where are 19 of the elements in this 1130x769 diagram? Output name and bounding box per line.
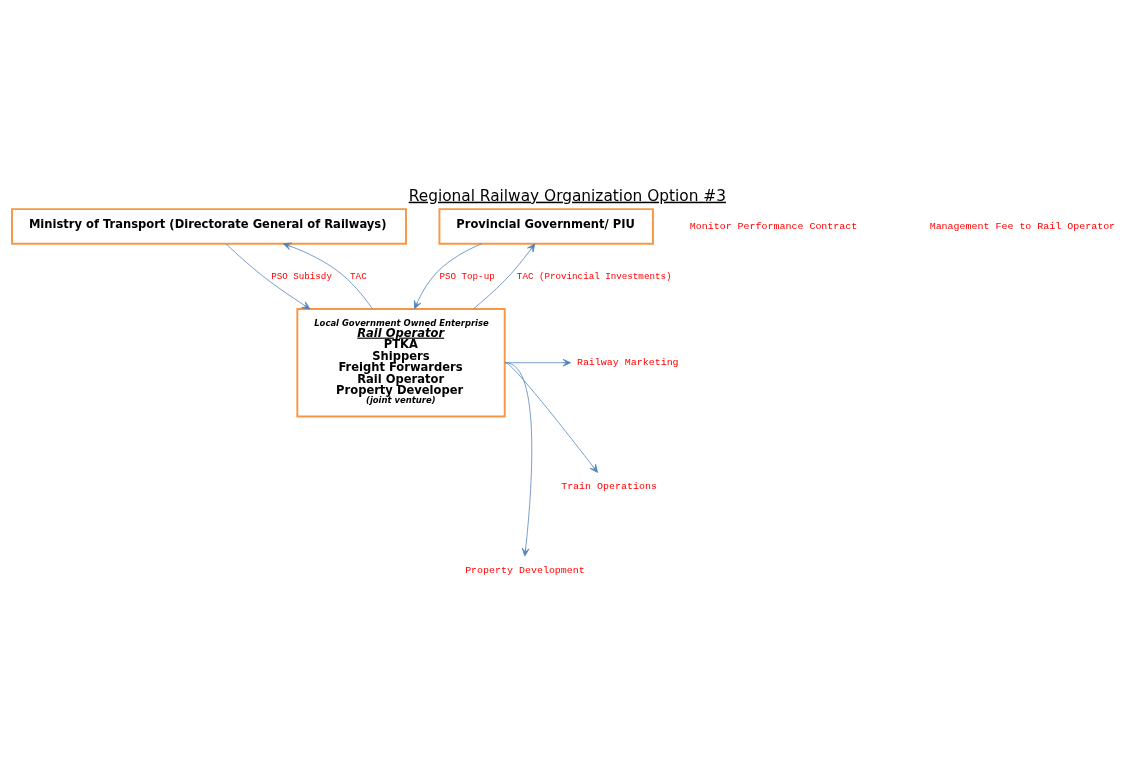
arrow (225, 243, 311, 309)
edge-label: PSO Top-up (439, 270, 495, 282)
node-box: Local Government Owned Enterprise Rail Operator PTKA Shippers Freight Forwarders Rail Operator Property Developer (joint venture) (296, 307, 506, 417)
arrow (282, 242, 373, 309)
edge-label: TAC (Provincial Investments) (516, 270, 672, 282)
edge-label: PSO Subisdy (271, 270, 332, 282)
edge-label: TAC (350, 270, 367, 282)
node-text: Train Operations (561, 480, 657, 492)
arrow (414, 242, 483, 309)
label: Monitor Performance Contract (689, 220, 858, 232)
node-box: Ministry of Transport (Directorate General of Railways) (11, 207, 407, 245)
arrow (505, 361, 533, 556)
node-text: Railway Marketing (576, 356, 679, 368)
node-box: Provincial Government/ PIU (438, 207, 654, 245)
node-text: Property Development (465, 564, 585, 576)
label: Management Fee to Rail Operator (929, 220, 1116, 232)
diagram-title: Regional Railway Organization Option #3 (408, 186, 726, 205)
arrow (505, 361, 598, 473)
arrow (473, 243, 536, 309)
